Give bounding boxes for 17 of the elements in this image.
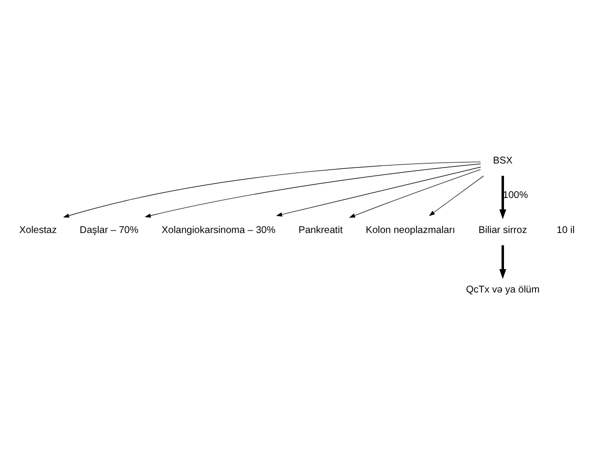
node-text: QcTx və ya ölüm <box>466 284 540 296</box>
label: 10 il <box>556 224 575 236</box>
arrow <box>349 168 481 218</box>
arrow <box>63 161 481 218</box>
node-text: Xolestaz <box>19 224 57 236</box>
arrow <box>499 175 506 219</box>
node-text: Kolon neoplazmaları <box>366 224 456 236</box>
arrow <box>276 166 481 216</box>
arrow <box>144 163 481 218</box>
node-text: Biliar sirroz <box>478 224 528 236</box>
node-text: BSX <box>492 155 513 166</box>
arrow <box>499 244 506 278</box>
arrow <box>428 175 484 216</box>
node-text: Daşlar – 70% <box>80 224 138 236</box>
node-text: Xolangiokarsinoma – 30% <box>162 224 276 236</box>
node-text: Pankreatit <box>298 224 343 236</box>
edge-label: 100% <box>502 190 528 201</box>
